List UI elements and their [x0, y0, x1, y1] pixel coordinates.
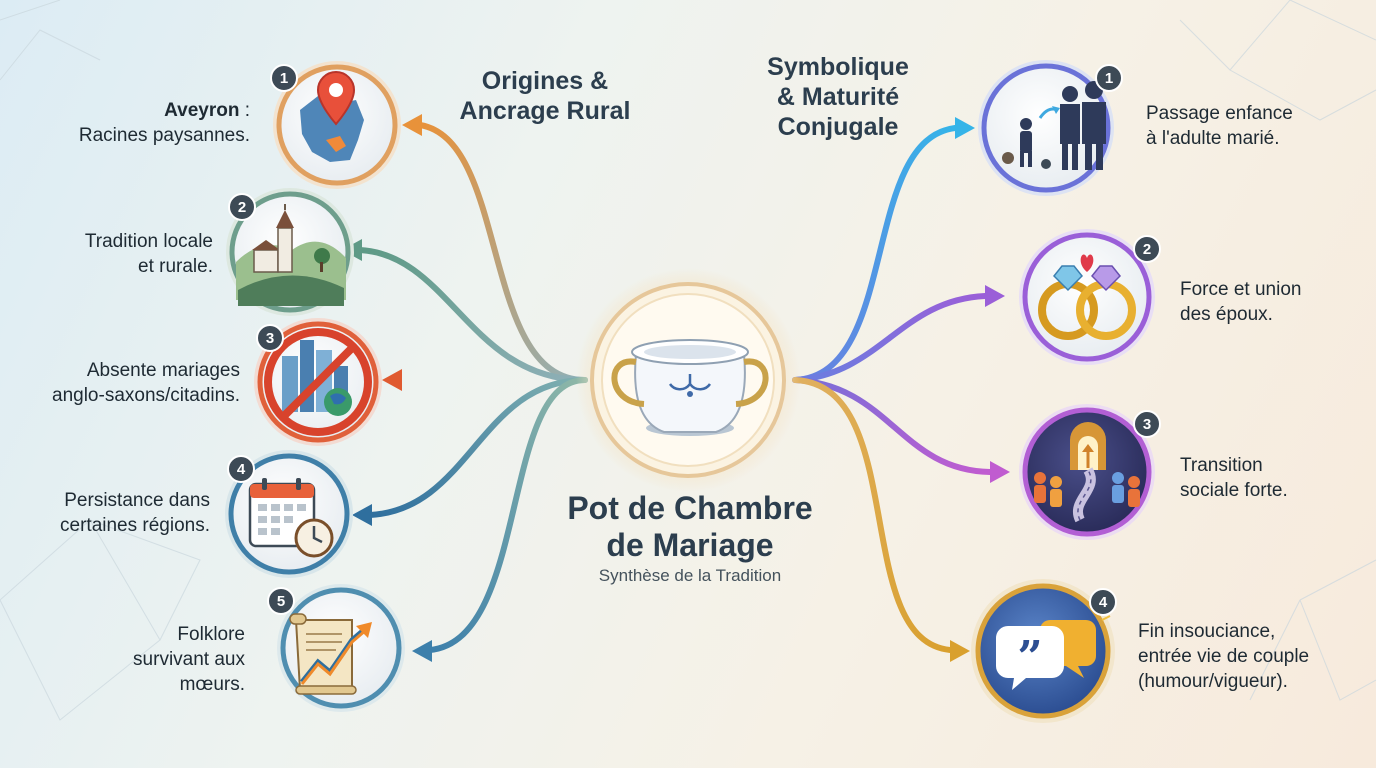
right-branch-heading: Symbolique & Maturité Conjugale: [767, 53, 909, 141]
wedding-rings-icon: [1038, 254, 1136, 340]
node-left-3: [254, 318, 382, 446]
speech-bubbles-icon: ”: [996, 603, 1111, 690]
child-to-couple-icon: [1002, 81, 1106, 170]
calendar-clock-icon: [248, 478, 334, 558]
svg-text:”: ”: [1017, 632, 1042, 683]
node-left-5: [267, 584, 405, 712]
node-left-2: [226, 188, 354, 316]
left-item-1-bold: Aveyron: [164, 100, 240, 121]
node-right-4: ”: [971, 579, 1117, 723]
badge-number-left-1: 1: [280, 70, 288, 87]
badge-number-left-2: 2: [238, 199, 246, 216]
france-map-pin-icon: [300, 70, 364, 162]
badge-number-right-1: 1: [1105, 70, 1113, 87]
badge-number-right-2: 2: [1143, 241, 1151, 258]
node-right-1: [978, 60, 1123, 196]
left-item-3-label: Absente mariages anglo-saxons/citadins.: [52, 360, 240, 406]
left-branch-heading: Origines & Ancrage Rural: [459, 67, 631, 125]
center-subtitle: Synthèse de la Tradition: [598, 566, 782, 585]
node-right-2: [1019, 229, 1161, 365]
right-item-1-label: Passage enfance à l'adulte marié.: [1146, 103, 1293, 149]
left-item-4-label: Persistance dans certaines régions.: [60, 490, 210, 536]
chamber-pot-icon: [611, 339, 769, 436]
badge-number-right-3: 3: [1143, 416, 1151, 433]
badge-number-right-4: 4: [1099, 594, 1108, 611]
city-prohibited-icon: [264, 328, 372, 436]
right-item-3-label: Transition sociale forte.: [1180, 455, 1288, 501]
badge-number-left-5: 5: [277, 593, 285, 610]
badge-number-left-4: 4: [237, 461, 246, 478]
left-item-2-label: Tradition locale et rurale.: [84, 231, 213, 277]
center-title: Pot de Chambre de Mariage: [567, 490, 813, 563]
right-item-2-label: Force et union des époux.: [1180, 279, 1302, 325]
left-item-1-label: Aveyron : Racines paysannes.: [78, 100, 250, 146]
node-left-4: [225, 450, 353, 578]
left-item-5-label: Folklore survivant aux mœurs.: [133, 624, 245, 695]
node-left-1: [270, 61, 401, 189]
village-church-icon: [236, 204, 346, 306]
node-right-3: [1019, 404, 1161, 540]
right-item-4-label: Fin insouciance, entrée vie de couple (h…: [1138, 621, 1310, 692]
badge-number-left-3: 3: [266, 330, 274, 347]
scroll-trend-icon: [289, 613, 372, 695]
social-path-icon: [1034, 422, 1140, 523]
